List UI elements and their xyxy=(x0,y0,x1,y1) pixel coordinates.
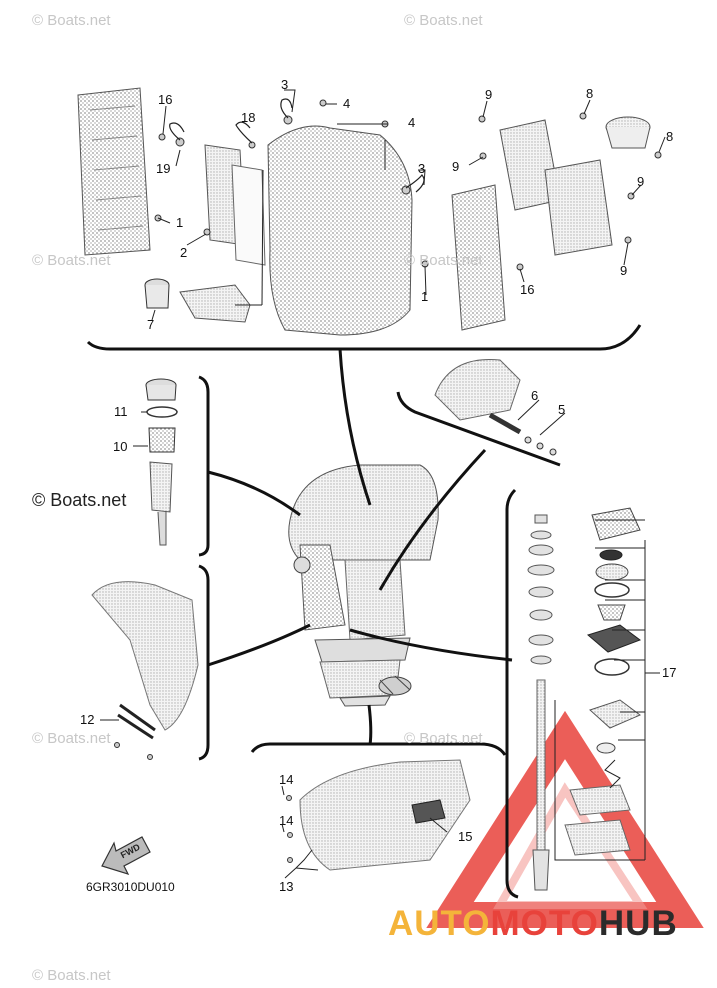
part-callout-8: 8 xyxy=(586,86,594,101)
part-callout-9: 9 xyxy=(452,159,460,174)
lower-cowling-group xyxy=(281,759,471,879)
part-callout-17: 17 xyxy=(662,665,677,680)
part-callout-16: 16 xyxy=(520,282,535,297)
section-bracket-right xyxy=(505,488,519,899)
powerhead-section xyxy=(77,87,662,336)
fwd-arrow-icon xyxy=(101,836,151,875)
part-callout-6: 6 xyxy=(531,388,539,403)
watermark-text: © Boats.net xyxy=(32,490,127,510)
watermark-text: © Boats.net xyxy=(404,252,483,269)
watermark-text: © Boats.net xyxy=(32,252,111,269)
part-callout-5: 5 xyxy=(558,402,566,417)
part-callout-10: 10 xyxy=(113,439,128,454)
part-callout-1: 1 xyxy=(421,289,429,304)
watermark-text: © Boats.net xyxy=(32,12,111,29)
oil-filter-group xyxy=(133,378,178,546)
section-bracket-left-lower xyxy=(198,564,210,761)
outboard-motor-assembly xyxy=(288,464,439,707)
brand-part-moto: MOTO xyxy=(490,904,599,943)
watermark-text: © Boats.net xyxy=(32,730,111,747)
diagram-code: 6GR3010DU010 xyxy=(86,880,175,894)
brand-wordmark: AUTOMOTOHUB xyxy=(388,904,678,944)
watermark-text: © Boats.net xyxy=(32,967,111,984)
water-pump-group xyxy=(527,507,660,891)
section-bracket-left-upper xyxy=(198,375,210,557)
part-callout-8: 8 xyxy=(666,129,674,144)
leader-lines xyxy=(151,89,666,321)
part-callout-9: 9 xyxy=(485,87,493,102)
thermostat-group xyxy=(434,358,566,456)
part-callout-16: 16 xyxy=(158,92,173,107)
part-callout-15: 15 xyxy=(458,829,473,844)
brand-part-hub: HUB xyxy=(598,904,678,943)
part-callout-12: 12 xyxy=(80,712,95,727)
part-callout-19: 19 xyxy=(156,161,171,176)
part-callout-9: 9 xyxy=(620,263,628,278)
watermark-text: © Boats.net xyxy=(404,730,483,747)
part-callout-3: 3 xyxy=(418,161,426,176)
assembly-connector-lines xyxy=(207,348,513,746)
part-callout-7: 7 xyxy=(147,317,155,332)
part-callout-2: 2 xyxy=(180,245,188,260)
watermark-text: © Boats.net xyxy=(404,12,483,29)
section-bracket-right-middle xyxy=(396,391,561,467)
brand-part-auto: AUTO xyxy=(388,904,491,943)
part-callout-13: 13 xyxy=(279,879,294,894)
part-callout-18: 18 xyxy=(241,110,256,125)
section-bracket-top xyxy=(86,324,642,351)
part-callout-4: 4 xyxy=(343,96,351,111)
part-callout-9: 9 xyxy=(637,174,645,189)
section-bracket-bottom xyxy=(250,742,507,756)
part-callout-14: 14 xyxy=(279,813,294,828)
part-callout-3: 3 xyxy=(281,77,289,92)
part-callout-14: 14 xyxy=(279,772,294,787)
part-callout-11: 11 xyxy=(114,404,128,419)
part-callout-1: 1 xyxy=(176,215,184,230)
exhaust-guide-group xyxy=(91,581,199,760)
part-callout-4: 4 xyxy=(408,115,416,130)
